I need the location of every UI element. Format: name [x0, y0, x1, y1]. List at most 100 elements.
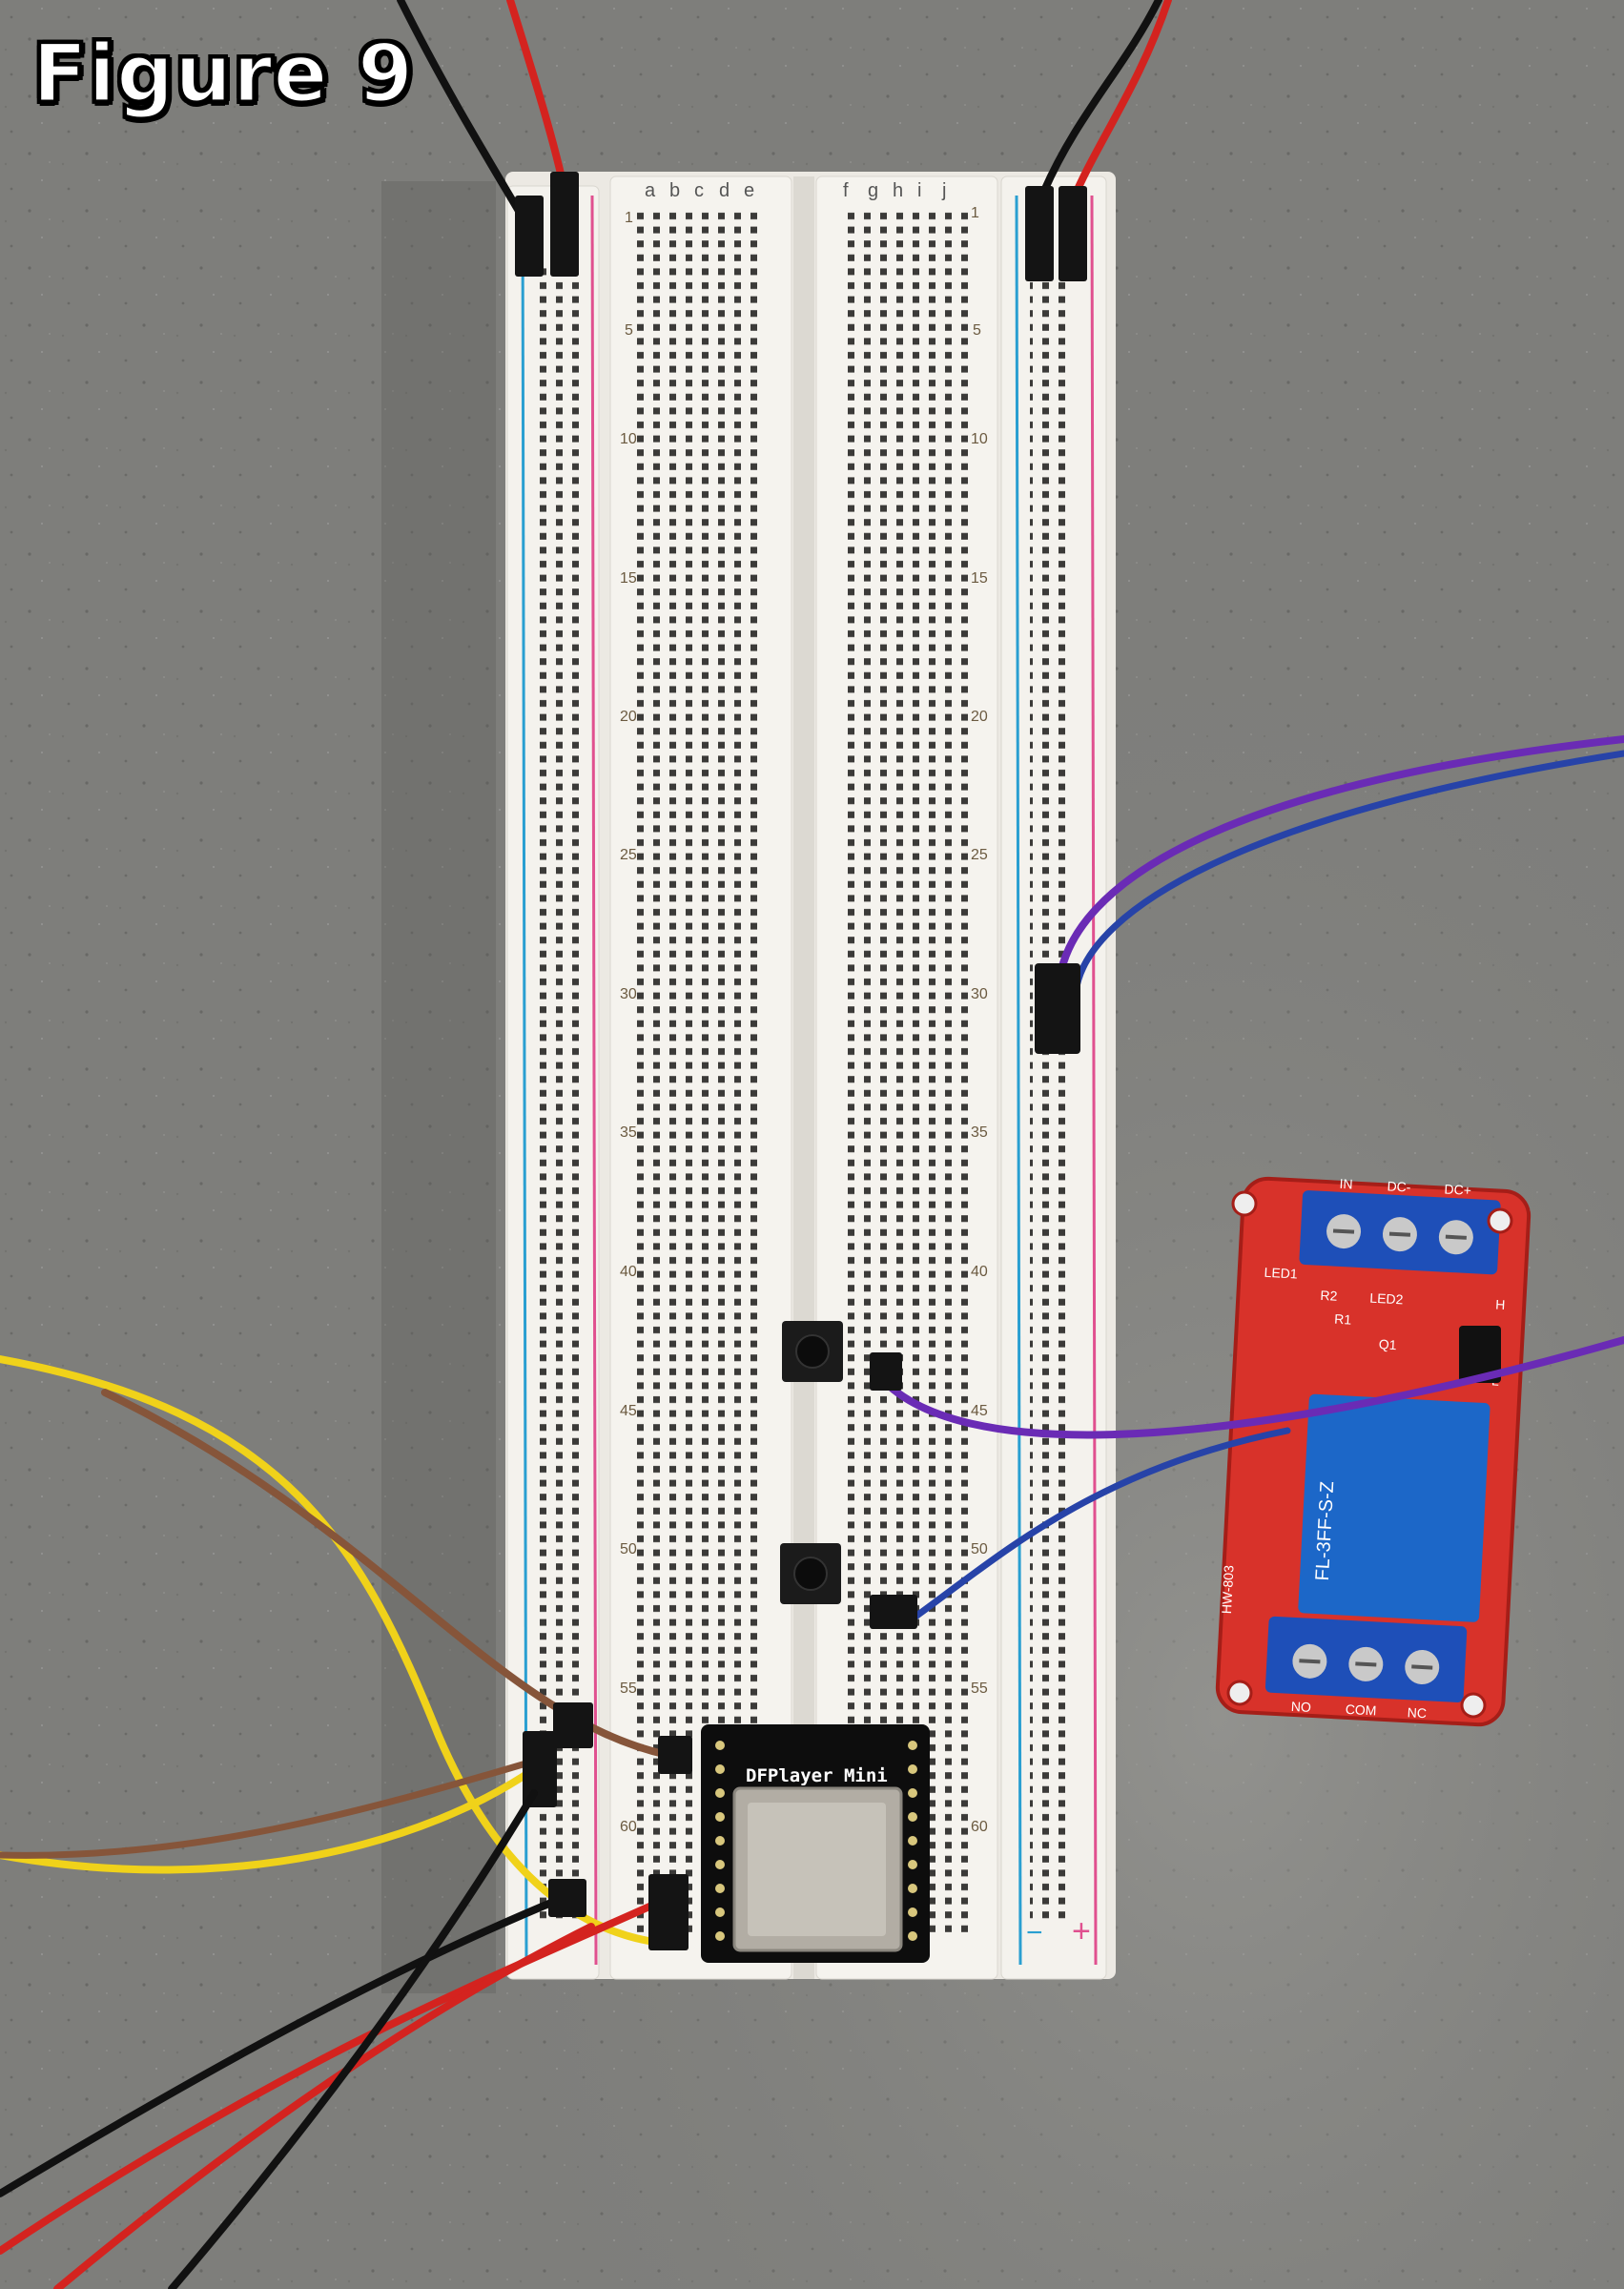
left-rail-blue-line	[521, 195, 528, 1966]
connector-housing	[1035, 963, 1080, 1054]
row-number: 20	[620, 709, 637, 725]
row-number: 40	[971, 1264, 988, 1280]
connector-housing	[548, 1879, 586, 1917]
terminal-label-dcminus: DC-	[1387, 1178, 1411, 1194]
row-number: 25	[620, 847, 637, 863]
col-label-g: g	[868, 180, 878, 201]
wire-purple-upper	[1055, 735, 1624, 991]
connector-housing	[658, 1736, 692, 1774]
row-number: 60	[971, 1819, 988, 1835]
wire-purple-lower	[874, 1336, 1624, 1439]
screw-terminal-icon	[1299, 1190, 1501, 1275]
row-number: 50	[620, 1541, 637, 1557]
screw-terminal-icon	[1264, 1616, 1468, 1702]
row-number: 5	[625, 322, 633, 339]
jumper-h-label: H	[1495, 1297, 1506, 1313]
wire-blue-lower	[912, 1427, 1291, 1620]
row-number: 55	[971, 1681, 988, 1697]
left-rail-red-line	[590, 195, 598, 1966]
terminal-label-dcplus: DC+	[1444, 1182, 1471, 1198]
mount-hole	[1487, 1207, 1513, 1234]
center-channel	[793, 176, 814, 1979]
wire-brown-2	[0, 1756, 543, 1859]
wire-red-top-right	[1069, 0, 1172, 204]
mount-hole	[1226, 1680, 1253, 1706]
row-number: 35	[971, 1124, 988, 1141]
q1-label: Q1	[1378, 1336, 1397, 1352]
mount-hole	[1231, 1190, 1258, 1217]
model-label: HW-803	[1219, 1565, 1237, 1615]
row-number: 25	[971, 847, 988, 863]
connector-housing	[550, 172, 579, 277]
row-number: 20	[971, 709, 988, 725]
figure-title: Figure 9	[31, 26, 415, 122]
left-strip-holes	[637, 208, 767, 1932]
relay-label: FL-3FF-S-Z	[1312, 1481, 1338, 1581]
row-number: 10	[971, 431, 988, 447]
row-number: 5	[973, 322, 981, 339]
right-rail-blue-line	[1015, 195, 1022, 1966]
row-number: 1	[625, 210, 633, 226]
mount-hole	[1460, 1692, 1487, 1719]
led1-label: LED1	[1264, 1265, 1298, 1282]
col-label-f: f	[843, 180, 849, 201]
right-rail-red-line	[1090, 195, 1098, 1966]
pushbutton-icon	[780, 1543, 841, 1604]
row-number: 15	[620, 570, 637, 587]
rail-minus-label: −	[1026, 1917, 1043, 1949]
col-label-b: b	[669, 180, 680, 201]
pushbutton-icon	[782, 1321, 843, 1382]
connector-housing	[1025, 186, 1054, 281]
connector-housing	[523, 1731, 557, 1807]
row-number: 1	[971, 205, 979, 221]
relay-module: FL-3FF-S-Z NO COM NC IN DC- DC+ HW-803 L…	[1215, 1176, 1531, 1727]
terminal-label-no: NO	[1290, 1699, 1311, 1715]
row-number: 55	[620, 1681, 637, 1697]
terminal-label-nc: NC	[1407, 1704, 1427, 1721]
led2-label: LED2	[1369, 1290, 1404, 1308]
connector-housing	[515, 196, 544, 277]
row-number: 30	[971, 986, 988, 1002]
row-number: 50	[971, 1541, 988, 1557]
wire-black-bottom-1	[0, 1894, 566, 2197]
dfplayer-left-pins	[715, 1741, 725, 1941]
breadboard: a b c d e f g h i j 1 5 10 15 20 25 30 3…	[505, 172, 1116, 1980]
wire-blue-upper	[1072, 750, 1624, 996]
col-label-e: e	[744, 180, 754, 201]
wire-yellow-2	[0, 1765, 538, 1874]
shadow-patch	[381, 181, 496, 1993]
wire-brown	[101, 1389, 671, 1759]
dfplayer-label: DFPlayer Mini	[746, 1765, 888, 1786]
dfplayer-module: DFPlayer Mini	[701, 1724, 930, 1963]
row-number: 15	[971, 570, 988, 587]
microsd-slot-lip	[748, 1803, 886, 1936]
col-label-a: a	[645, 180, 656, 201]
col-label-c: c	[694, 180, 704, 201]
left-rail-holes	[536, 262, 580, 1922]
row-number: 10	[620, 431, 637, 447]
relay-jumper	[1459, 1326, 1501, 1383]
relay-silkscreen: NO COM NC IN DC- DC+ HW-803 LED1 LED2 R1…	[1219, 1176, 1506, 1722]
row-number: 35	[620, 1124, 637, 1141]
terminal-label-com: COM	[1345, 1701, 1376, 1719]
wire-black-bottom-2	[168, 1789, 538, 2289]
col-label-j: j	[941, 180, 946, 201]
connector-housing	[870, 1352, 902, 1391]
connector-housing	[648, 1874, 689, 1950]
row-numbers-right: 1 5 10 15 20 25 30 35 40 45 50 55 60	[971, 205, 988, 1835]
right-rail-holes	[1030, 262, 1074, 1922]
row-number: 30	[620, 986, 637, 1002]
row-numbers-left: 1 5 10 15 20 25 30 35 40 45 50 55 60	[620, 210, 637, 1835]
col-label-d: d	[719, 180, 730, 201]
connector-housing	[553, 1702, 593, 1748]
connector-housing	[870, 1595, 917, 1629]
r1-label: R1	[1334, 1311, 1352, 1328]
dfplayer-right-pins	[908, 1741, 917, 1941]
col-label-h: h	[893, 180, 903, 201]
relay-icon: FL-3FF-S-Z	[1298, 1393, 1490, 1622]
row-number: 40	[620, 1264, 637, 1280]
wire-black-top-right	[1040, 0, 1162, 195]
col-label-i: i	[917, 180, 921, 201]
